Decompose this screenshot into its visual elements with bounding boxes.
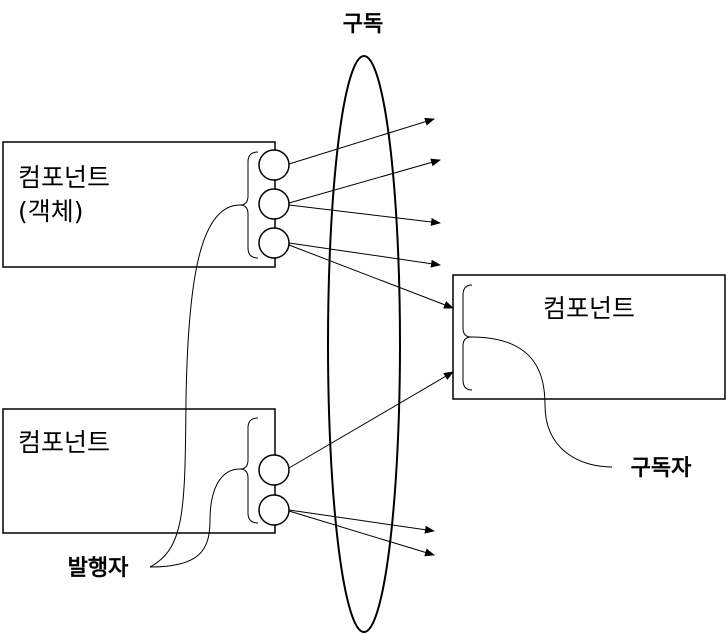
arrow bbox=[288, 158, 441, 204]
subscriber-label: 구독자 bbox=[631, 456, 692, 481]
port bbox=[258, 494, 290, 526]
port bbox=[258, 227, 290, 259]
port bbox=[258, 454, 290, 486]
component-label: 컴포넌트 bbox=[543, 294, 635, 323]
diagram-title: 구독 bbox=[343, 12, 383, 37]
component-box-top-left: 컴포넌트 (객체) bbox=[2, 141, 276, 268]
subscription-ellipse bbox=[327, 55, 401, 633]
component-label: 컴포넌트 bbox=[18, 428, 110, 457]
arrow bbox=[288, 244, 454, 309]
publisher-label: 발행자 bbox=[68, 556, 129, 581]
port bbox=[258, 149, 290, 181]
component-box-bottom-left: 컴포넌트 bbox=[2, 408, 276, 534]
publisher-connector-bottom bbox=[149, 468, 241, 568]
port bbox=[258, 188, 290, 220]
arrow bbox=[288, 510, 435, 557]
arrow bbox=[288, 371, 454, 469]
component-box-right: 컴포넌트 bbox=[452, 274, 726, 400]
component-label: 컴포넌트 bbox=[18, 163, 110, 192]
publisher-connector-top bbox=[149, 204, 241, 568]
arrow bbox=[288, 204, 441, 226]
arrow bbox=[288, 117, 435, 165]
arrow bbox=[288, 509, 435, 534]
component-sublabel: (객체) bbox=[18, 197, 84, 226]
subscriber-connector bbox=[470, 336, 613, 468]
arrow bbox=[288, 242, 441, 268]
